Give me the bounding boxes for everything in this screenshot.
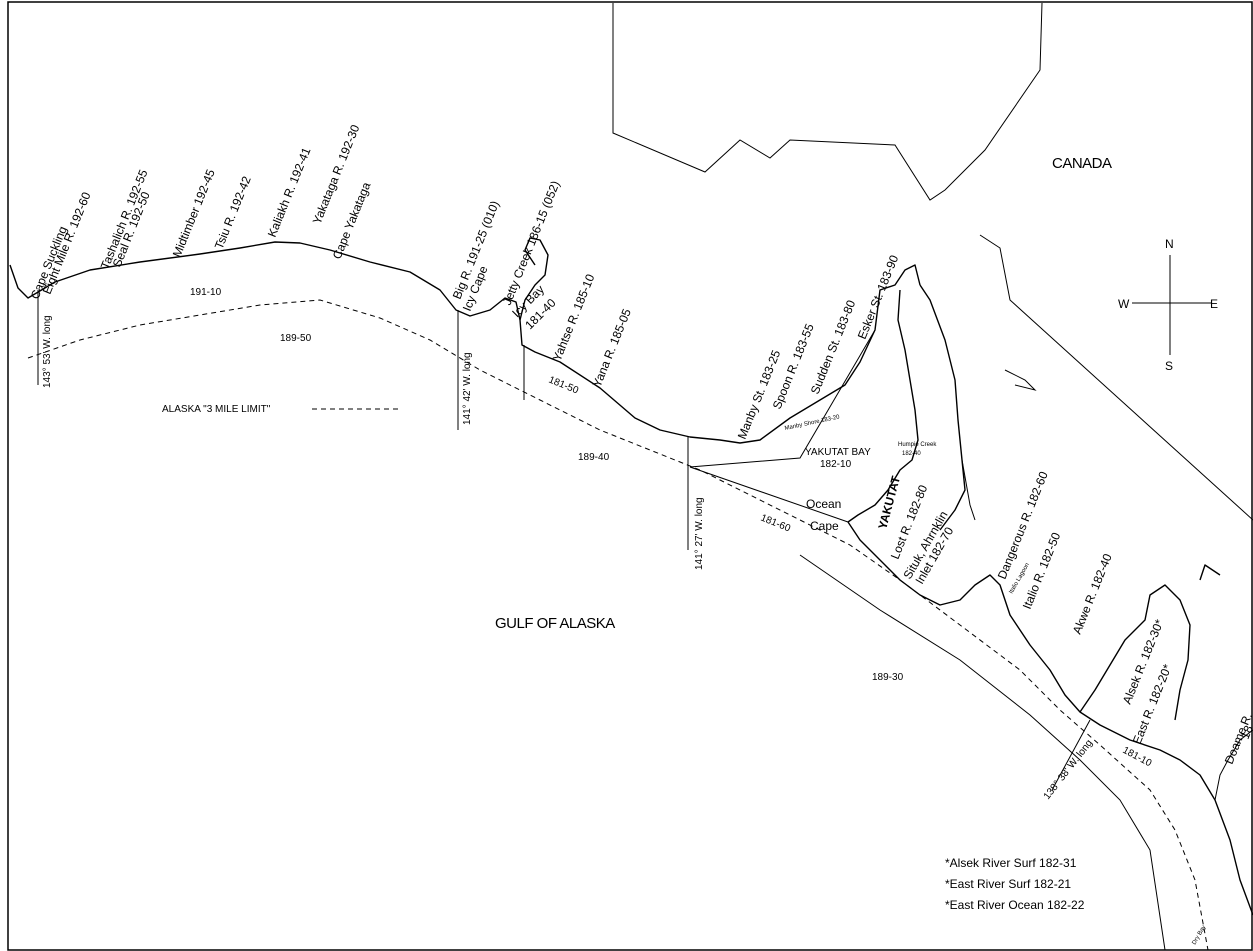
compass-rose: N S W E <box>1118 237 1218 373</box>
district-181-60: 181-60 <box>759 513 792 535</box>
stream-eight-mile: Eight Mile R. 192-60 <box>40 190 94 296</box>
compass-north: N <box>1165 237 1174 251</box>
legend-east-ocean: *East River Ocean 182-22 <box>945 898 1085 912</box>
stream-yana: Yana R. 185-05 <box>590 306 634 389</box>
district-189-40: 189-40 <box>578 452 610 463</box>
longitude-141-42: 141° 42' W. long <box>462 352 473 425</box>
compass-east: E <box>1210 297 1218 311</box>
offshore-boundary <box>799 554 1166 951</box>
longitude-line-138 <box>1051 719 1091 791</box>
longitude-143: 143° 53' W. long <box>42 315 53 388</box>
label-gulf-of-alaska: GULF OF ALASKA <box>495 615 615 632</box>
doame-shore <box>1214 729 1253 801</box>
stream-midtimber: Midtimber 192-45 <box>170 167 218 259</box>
stream-kaliakh: Kaliakh R. 192-41 <box>265 145 314 239</box>
label-yakutat-bay: YAKUTAT BAY <box>805 447 871 458</box>
district-189-30: 189-30 <box>872 672 904 683</box>
stream-doame-code: 18 <box>1238 723 1253 741</box>
alsek-river <box>1079 564 1221 721</box>
compass-west: W <box>1118 297 1130 311</box>
label-cape: Cape <box>810 519 839 533</box>
stream-sudden: Sudden St. 183-80 <box>808 298 859 396</box>
stream-akwe: Akwe R. 182-40 <box>1070 551 1115 636</box>
icy-bay-shore <box>519 237 549 321</box>
label-canada: CANADA <box>1052 155 1112 172</box>
stream-tsiu: Tsiu R. 192-42 <box>212 174 254 251</box>
yakutat-bay-closure <box>689 329 876 523</box>
canada-border <box>612 2 1253 521</box>
stream-yahtse: Yahtse R. 185-10 <box>550 272 598 363</box>
three-mile-limit <box>27 299 1209 951</box>
district-189-50: 189-50 <box>280 333 312 344</box>
label-yakutat: YAKUTAT <box>875 474 903 531</box>
district-181-10: 181-10 <box>1121 745 1154 770</box>
stream-esker: Esker St. 183-90 <box>855 253 902 341</box>
longitude-141-27: 141° 27' W. long <box>694 497 705 570</box>
stream-humpie: Humpie Creek <box>898 442 937 448</box>
district-191-10: 191-10 <box>190 287 222 298</box>
yakutat-bay-shore <box>847 284 966 531</box>
legend-alsek-surf: *Alsek River Surf 182-31 <box>945 856 1077 870</box>
stream-humpie-code: 182-40 <box>902 451 921 457</box>
district-181-50: 181-50 <box>547 375 580 397</box>
coastline-west <box>9 241 921 444</box>
compass-south: S <box>1165 359 1173 373</box>
map-frame <box>7 1 1253 951</box>
yakutat-inland <box>961 369 1037 521</box>
legend-east-surf: *East River Surf 182-21 <box>945 877 1071 891</box>
label-three-mile-limit: ALASKA "3 MILE LIMIT" <box>162 404 271 415</box>
label-ocean: Ocean <box>806 497 841 511</box>
longitude-138: 138° 38' W. long <box>1042 738 1095 802</box>
label-yakutat-bay-code: 182-10 <box>820 459 852 470</box>
stream-dry-bay: Dry Bay <box>1192 925 1208 946</box>
